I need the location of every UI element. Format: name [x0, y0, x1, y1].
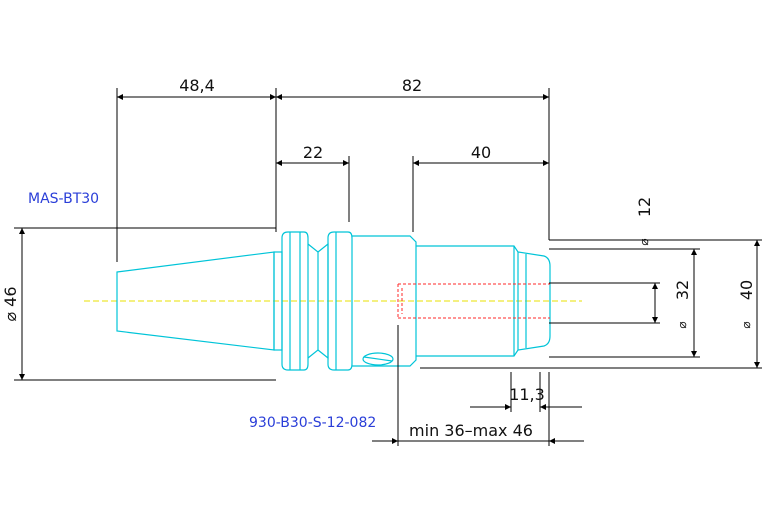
dim-collet-symbol: ⌀ — [675, 321, 689, 328]
dim-outer-diameter: 40 — [737, 280, 756, 300]
dim-gauge-length: 82 — [402, 76, 422, 95]
dim-nose-length: 40 — [471, 143, 491, 162]
dim-chamfer: 11,3 — [509, 385, 545, 404]
part-number-label: 930-B30-S-12-082 — [249, 415, 376, 431]
dim-clamping-range: min 36–max 46 — [409, 421, 533, 440]
dim-taper-diameter: ⌀ 46 — [1, 286, 20, 321]
dim-outer-symbol: ⌀ — [739, 321, 753, 328]
dim-bore-diameter: 12 — [635, 197, 654, 217]
dim-flange-length: 48,4 — [179, 76, 215, 95]
dim-collet-diameter: 32 — [673, 280, 692, 300]
holder-type-label: MAS-BT30 — [28, 191, 99, 207]
bore-hidden-line — [397, 283, 550, 319]
tool-holder-outline — [116, 231, 551, 371]
dim-collar-length: 22 — [303, 143, 323, 162]
dim-bore-symbol: ⌀ — [637, 238, 651, 245]
